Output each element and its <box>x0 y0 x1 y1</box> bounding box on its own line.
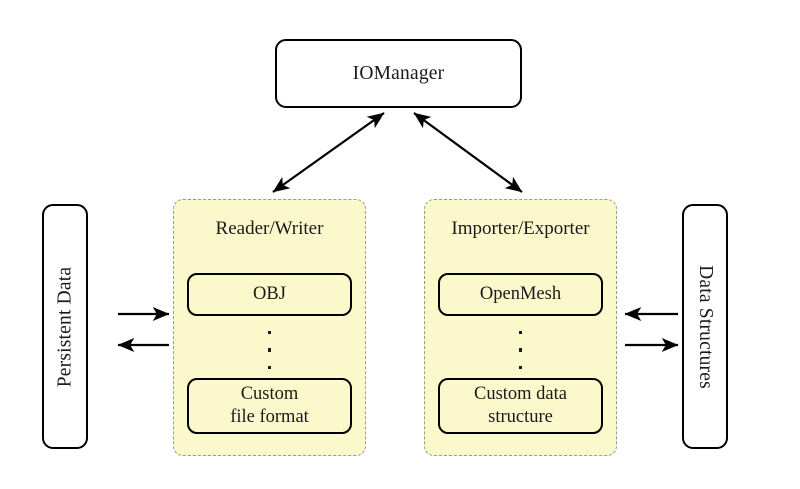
node-iomanager-label: IOManager <box>352 62 445 84</box>
item-custom-data-structure-line1: Custom data <box>473 384 567 405</box>
item-custom-file-format[interactable]: Custom file format <box>187 378 352 434</box>
panel-reader-writer-title: Reader/Writer <box>215 218 324 239</box>
ellipsis-dot <box>518 331 523 335</box>
arrow-iomanager-importerexporter <box>413 112 523 193</box>
arrow-iomanager-readerwriter <box>272 112 385 193</box>
panel-reader-writer[interactable]: Reader/Writer OBJ Custom file format <box>173 199 366 456</box>
ellipsis-importer-exporter <box>425 328 616 372</box>
panel-importer-exporter[interactable]: Importer/Exporter OpenMesh Custom data s… <box>424 199 617 456</box>
item-obj-label: OBJ <box>253 284 286 305</box>
ellipsis-dot <box>267 365 272 369</box>
node-persistent-data-label: Persistent Data <box>54 266 76 387</box>
ellipsis-dot <box>518 365 523 369</box>
item-openmesh-label: OpenMesh <box>479 284 562 305</box>
item-custom-data-structure[interactable]: Custom data structure <box>438 378 603 434</box>
node-persistent-data[interactable]: Persistent Data <box>42 204 88 449</box>
ellipsis-dot <box>518 348 523 352</box>
panel-importer-exporter-title: Importer/Exporter <box>451 218 590 239</box>
ellipsis-dot <box>267 331 272 335</box>
item-custom-data-structure-label: Custom data structure <box>474 383 567 428</box>
node-data-structures-label: Data Structures <box>695 264 717 389</box>
item-openmesh[interactable]: OpenMesh <box>438 273 603 316</box>
item-obj[interactable]: OBJ <box>187 273 352 316</box>
node-data-structures[interactable]: Data Structures <box>682 204 728 449</box>
node-iomanager[interactable]: IOManager <box>275 39 522 108</box>
item-custom-file-format-line1: Custom <box>240 384 299 405</box>
item-custom-data-structure-line2: structure <box>488 407 553 427</box>
ellipsis-dot <box>267 348 272 352</box>
ellipsis-reader-writer <box>174 328 365 372</box>
item-custom-file-format-label: Custom file format <box>230 383 309 428</box>
item-custom-file-format-line2: file format <box>230 407 309 427</box>
